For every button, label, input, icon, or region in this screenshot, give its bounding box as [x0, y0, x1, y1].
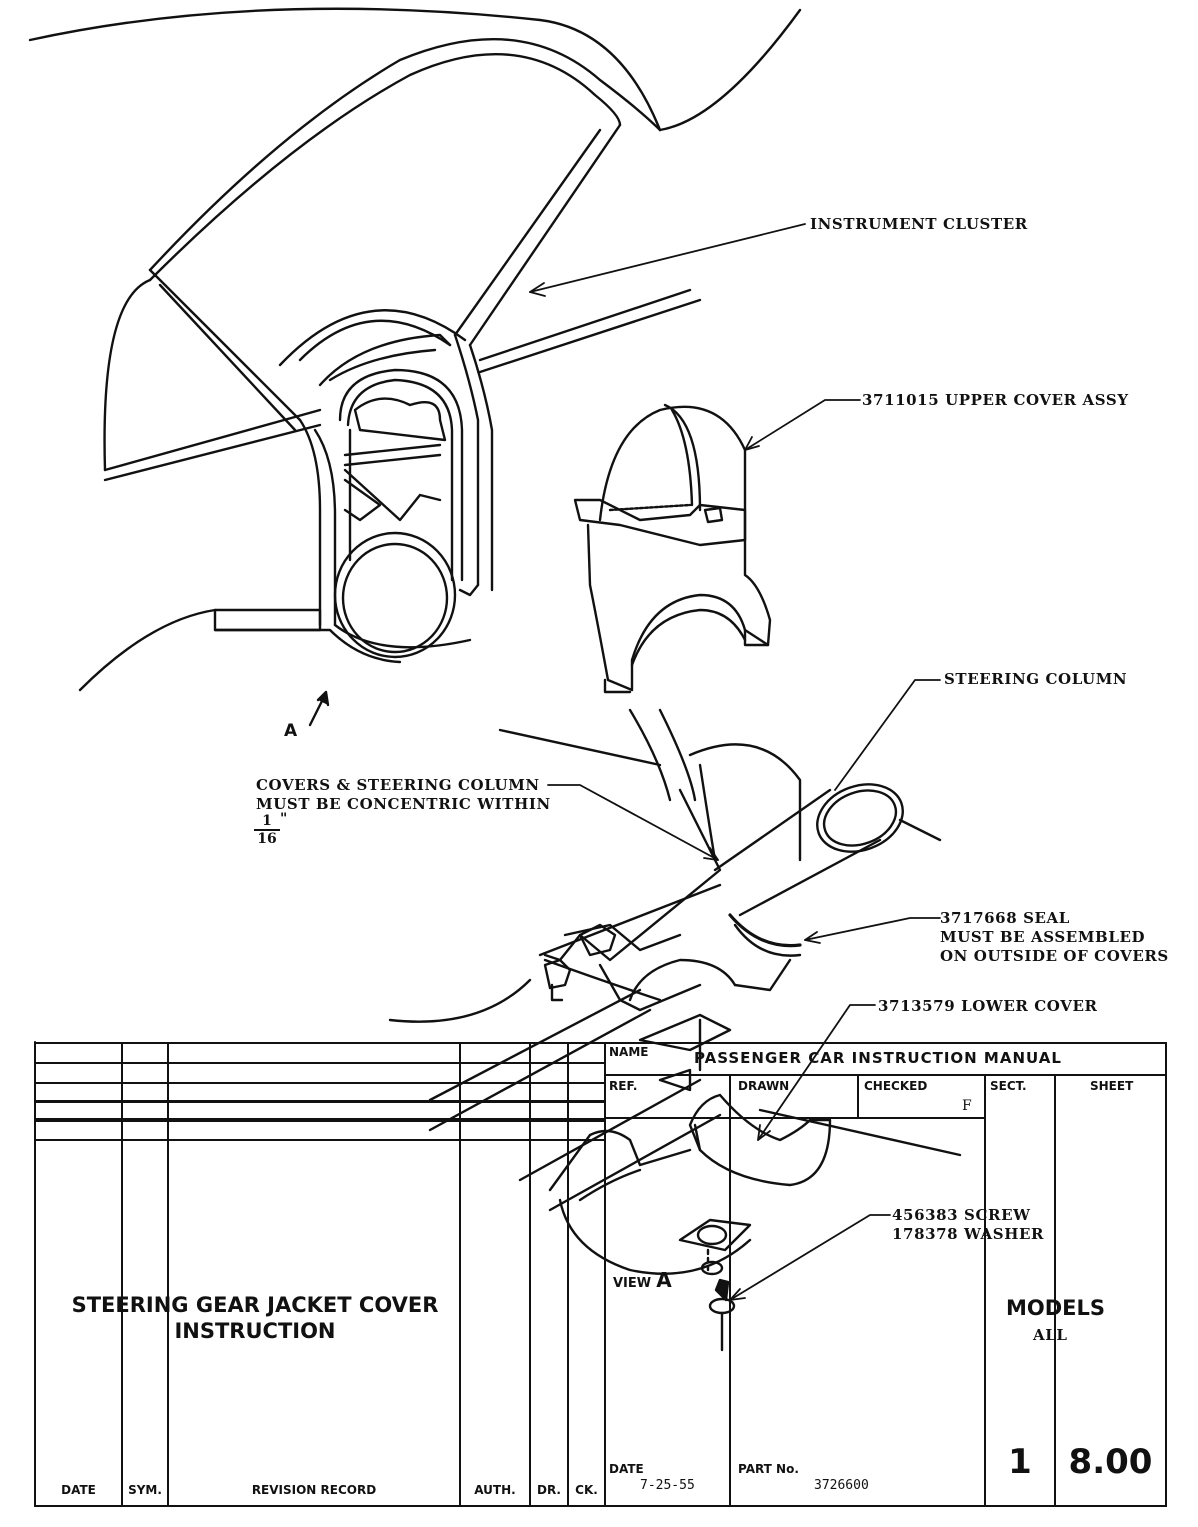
tb-checked-value: F: [962, 1098, 972, 1114]
view-a-letter: A: [656, 1268, 672, 1292]
view-a-prefix: VIEW: [613, 1276, 652, 1291]
label-upper-cover: 3711015 UPPER COVER ASSY: [862, 391, 1129, 409]
tb-part-label: PART No.: [738, 1462, 799, 1476]
tb-date-label: DATE: [609, 1462, 644, 1476]
label-seal-3: ON OUTSIDE OF COVERS: [940, 947, 1169, 965]
dashboard-illustration: [28, 7, 802, 692]
leader-lines: [529, 223, 941, 1301]
tb-sect-label: SECT.: [990, 1079, 1027, 1093]
fraction-numerator: 1: [254, 813, 280, 831]
label-steering-column: STEERING COLUMN: [944, 670, 1128, 688]
fraction-unit: ": [280, 811, 288, 827]
tb-name-value: PASSENGER CAR INSTRUCTION MANUAL: [694, 1049, 1062, 1067]
label-covers-note-1: COVERS & STEERING COLUMN: [256, 776, 540, 794]
label-covers-note-2: MUST BE CONCENTRIC WITHIN: [256, 795, 551, 813]
tb-sheet-label: SHEET: [1090, 1079, 1134, 1093]
drawing-title: STEERING GEAR JACKET COVER INSTRUCTION: [50, 1292, 460, 1344]
tb-ref-label: REF.: [609, 1079, 638, 1093]
rev-header-auth: AUTH.: [474, 1483, 516, 1497]
drawing-title-line1: STEERING GEAR JACKET COVER: [71, 1293, 439, 1317]
models-heading: MODELS: [1006, 1296, 1106, 1320]
tb-sheet-value: 8.00: [1068, 1442, 1153, 1482]
label-screw: 456383 SCREW: [892, 1206, 1031, 1224]
label-seal-1: 3717668 SEAL: [940, 909, 1070, 927]
label-instrument-cluster: INSTRUMENT CLUSTER: [810, 215, 1028, 233]
drawing-title-line2: INSTRUCTION: [174, 1319, 336, 1343]
tb-part-value: 3726600: [814, 1478, 869, 1493]
label-view-a: VIEW A: [613, 1268, 672, 1292]
tb-checked-label: CHECKED: [864, 1079, 928, 1093]
upper-cover-illustration: [573, 403, 772, 694]
label-view-arrow-a: A: [284, 721, 298, 741]
tb-sect-value: 1: [1008, 1442, 1032, 1482]
tb-date-value: 7-25-55: [640, 1478, 695, 1493]
rev-header-revision-record: REVISION RECORD: [251, 1483, 377, 1497]
fraction-tolerance: 1 16: [254, 813, 280, 847]
label-lower-cover: 3713579 LOWER COVER: [878, 997, 1098, 1015]
label-washer: 178378 WASHER: [892, 1225, 1045, 1243]
steering-assembly-illustration: [388, 708, 962, 1352]
rev-header-sym: SYM.: [128, 1483, 162, 1497]
tb-name-label: NAME: [609, 1045, 649, 1059]
fraction-denominator: 16: [257, 831, 277, 847]
rev-header-ck: CK.: [575, 1483, 598, 1497]
label-seal-2: MUST BE ASSEMBLED: [940, 928, 1146, 946]
view-arrow: [308, 690, 330, 727]
tb-drawn-label: DRAWN: [738, 1079, 790, 1093]
models-value: ALL: [1033, 1326, 1068, 1344]
rev-header-date: DATE: [61, 1483, 96, 1497]
rev-header-dr: DR.: [537, 1483, 561, 1497]
